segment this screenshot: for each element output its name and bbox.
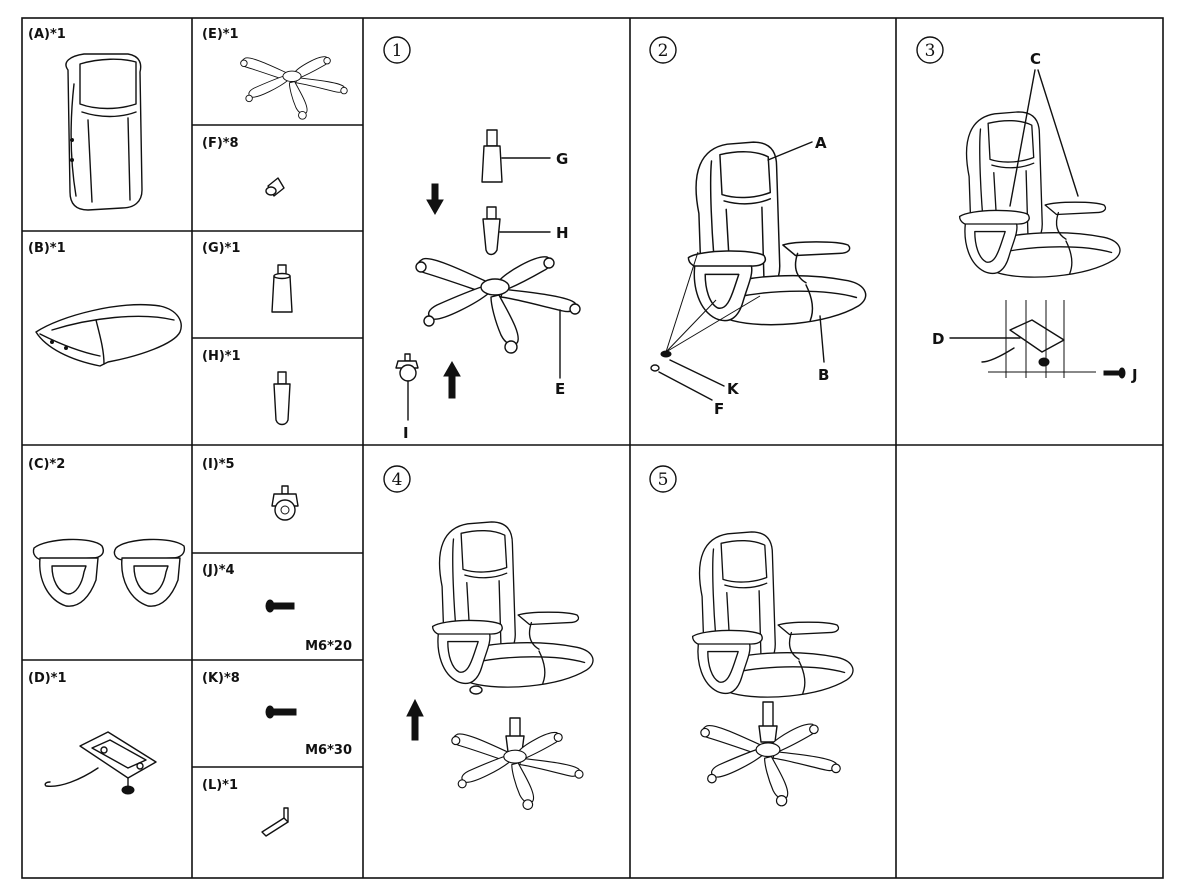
callout-f: F [714,400,724,418]
chair-top-assembly-icon [431,521,594,688]
step-2-badge [649,36,677,64]
cylinder-cover-icon [482,206,501,256]
step-2-number: 2 [658,41,669,61]
cylinder-cover-part-icon [273,371,291,426]
part-g-cell: (G)*1 [202,241,293,313]
step-3-badge [916,36,944,64]
part-h-cell: (H)*1 [202,349,291,426]
part-k-cell: (K)*8 M6*30 [202,671,352,758]
step-4-badge [383,465,411,493]
callout-i: I [403,424,409,442]
caster-icon [395,353,419,382]
part-l-cell: (L)*1 [202,778,289,837]
step-4-number: 4 [392,470,403,490]
gas-lift-icon [481,129,503,183]
step-3-number: 3 [925,41,936,61]
part-l-label: (L)*1 [202,778,238,793]
callout-e: E [555,380,565,398]
empty-cell [898,447,1161,876]
step-1-number: 1 [392,41,403,61]
bolt-m6x20-icon [265,599,295,613]
mechanism-icon [981,319,1065,367]
part-d-label: (D)*1 [28,671,67,686]
part-k-size: M6*30 [305,743,352,758]
part-c-cell: (C)*2 [28,457,186,607]
washer-part-icon [265,177,285,197]
assembled-chair-icon [691,531,854,807]
up-arrow-icon [443,360,461,399]
chair-with-armrests-icon [958,111,1121,278]
chair-seat-and-back-icon [687,141,867,326]
step-3-panel: 3 C D J [916,36,1138,384]
seat-part-icon [35,304,182,367]
armrest-left-part-icon [32,538,104,607]
part-b-label: (B)*1 [28,241,66,256]
callout-a: A [815,134,827,152]
step-1-badge [383,36,411,64]
up-arrow-icon [406,698,424,741]
part-c-label: (C)*2 [28,457,65,472]
callout-b: B [818,366,829,384]
grid-frame [21,17,1164,879]
armrest-right-part-icon [113,538,186,607]
part-g-label: (G)*1 [202,241,240,256]
part-f-cell: (F)*8 [202,136,285,197]
mechanism-part-icon [44,731,157,795]
washer-f-icon [650,364,660,372]
part-h-label: (H)*1 [202,349,241,364]
part-d-cell: (D)*1 [28,671,157,795]
part-e-label: (E)*1 [202,27,239,42]
callout-k: K [727,380,740,398]
down-arrow-icon [426,183,444,216]
part-e-cell: (E)*1 [202,27,348,120]
bolt-m6x30-icon [265,705,297,719]
hex-key-icon [261,807,289,837]
part-i-cell: (I)*5 [202,457,299,521]
step-5-panel: 5 [649,465,854,807]
part-j-cell: (J)*4 M6*20 [202,563,352,654]
part-a-label: (A)*1 [28,27,66,42]
step-4-panel: 4 [383,465,594,810]
bolt-k-icon [660,350,672,358]
gas-lift-part-icon [271,264,293,313]
part-j-label: (J)*4 [202,563,235,578]
callout-d: D [932,330,944,348]
callout-h: H [556,224,569,242]
callout-j: J [1131,366,1138,384]
part-i-label: (I)*5 [202,457,235,472]
step-5-badge [649,465,677,493]
callout-c: C [1030,50,1041,68]
star-base-part-icon [240,56,348,120]
step-2-panel: 2 A B K F [649,36,867,418]
base-with-gas-lift-icon [451,717,584,810]
part-b-cell: (B)*1 [28,241,182,367]
part-a-cell: (A)*1 [28,27,143,211]
part-k-label: (K)*8 [202,671,240,686]
backrest-part-icon [65,53,143,211]
star-base-icon [415,256,581,354]
part-j-size: M6*20 [305,639,352,654]
step-1-panel: 1 G H E [383,36,581,442]
step-5-number: 5 [658,470,669,490]
part-f-label: (F)*8 [202,136,239,151]
caster-part-icon [271,485,299,521]
bolt-j-icon [1103,367,1126,379]
callout-g: G [556,150,568,168]
